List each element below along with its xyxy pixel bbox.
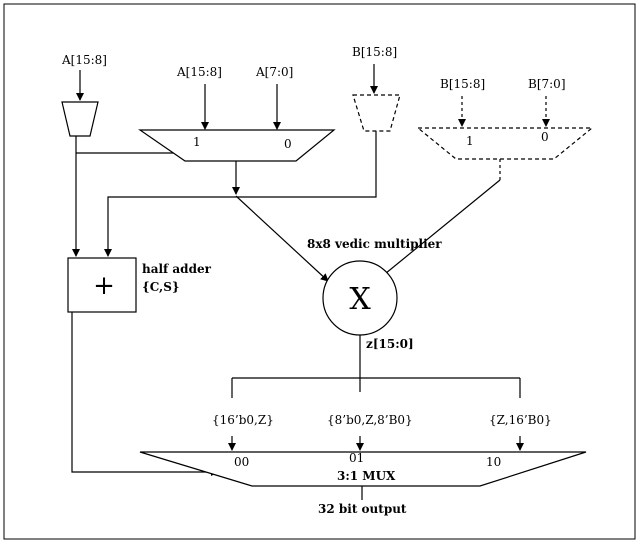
product-label: z[15:0] — [366, 337, 414, 351]
multiplier-symbol: X — [349, 282, 371, 317]
mux-input-10: {Z,16’B0} — [489, 413, 552, 427]
adder-label: half adder — [142, 262, 212, 276]
wire-b-to-adder — [104, 131, 377, 257]
mux-name: 3:1 MUX — [337, 469, 396, 483]
a-splitter-block — [61, 101, 99, 137]
mux-sel-01: 01 — [349, 451, 364, 465]
wire-amux-to-multiplier — [235, 195, 329, 282]
b-mux-sel0: 0 — [541, 130, 549, 144]
a-mux-block — [138, 129, 336, 162]
label-a-mux-hi: A[15:8] — [176, 65, 222, 79]
multiplier-label: 8x8 vedic multiplier — [307, 237, 442, 251]
label-b-mux-lo: B[7:0] — [528, 77, 566, 91]
label-b-mux-hi: B[15:8] — [440, 77, 485, 91]
output-label: 32 bit output — [318, 502, 407, 516]
wire-adder-to-mux — [71, 312, 219, 476]
mux-input-01: {8’b0,Z,8’B0} — [327, 413, 413, 427]
adder-symbol: + — [93, 271, 115, 301]
label-b-top: B[15:8] — [352, 45, 397, 59]
mux-input-00: {16’b0,Z} — [212, 413, 274, 427]
output-mux-block — [139, 451, 587, 487]
label-a-top: A[15:8] — [61, 53, 107, 67]
b-splitter-block — [352, 94, 401, 132]
mux-sel-00: 00 — [234, 455, 249, 469]
adder-outputs-label: {C,S} — [142, 280, 180, 294]
diagram-border — [3, 3, 636, 540]
label-a-mux-lo: A[7:0] — [255, 65, 293, 79]
a-mux-sel1: 1 — [193, 135, 201, 149]
wire-bmux-to-multiplier — [379, 179, 501, 279]
half-adder-block — [67, 257, 137, 313]
a-mux-sel0: 0 — [284, 137, 292, 151]
mux-sel-10: 10 — [486, 455, 501, 469]
b-mux-sel1: 1 — [466, 134, 474, 148]
b-mux-block — [416, 127, 594, 160]
